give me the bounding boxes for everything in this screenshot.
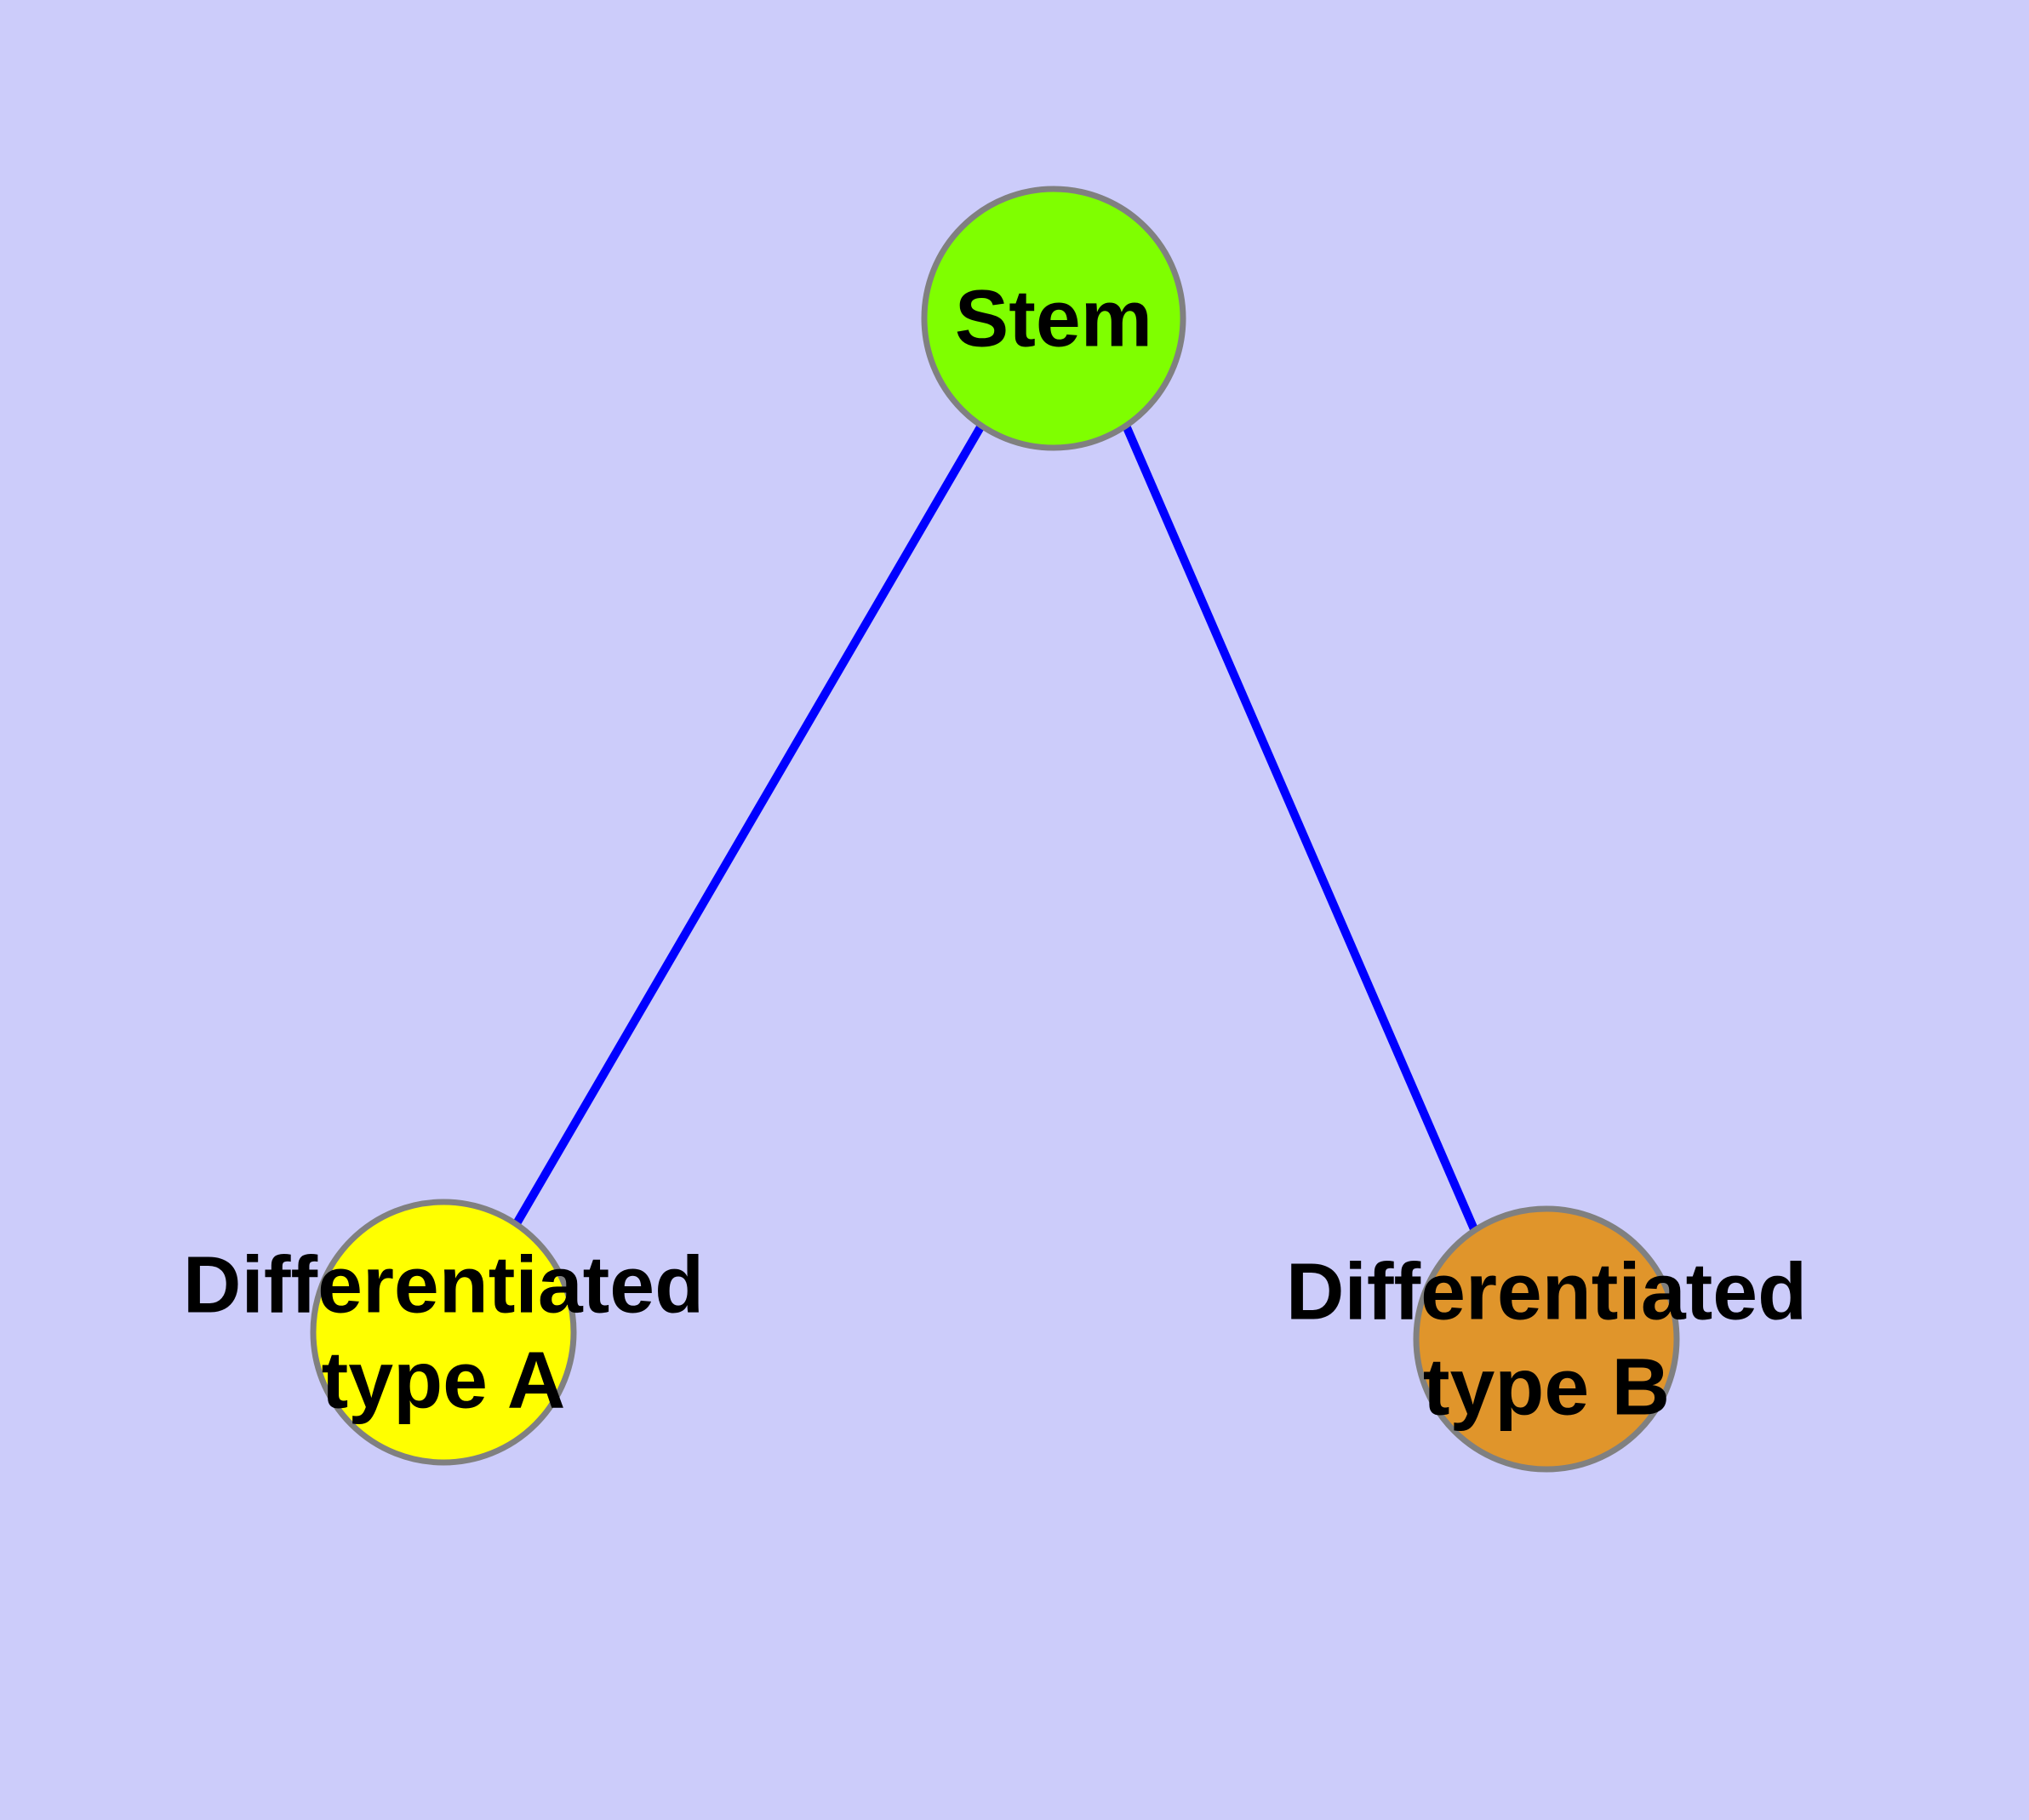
graph-node-label-line: type B — [1423, 1342, 1670, 1432]
graph-node-label-line: type A — [322, 1335, 566, 1425]
graph-node-label-line: Differentiated — [1286, 1246, 1807, 1336]
graph-edge-stem-to-b — [1122, 424, 1478, 1231]
graph-node-diff_b[interactable] — [1413, 1205, 1680, 1473]
edges-group — [512, 423, 1478, 1231]
graph-node-label-stem: Stem — [955, 273, 1152, 363]
graph-edge-stem-to-a — [512, 423, 986, 1228]
graph-node-stem[interactable] — [921, 186, 1186, 451]
graph-node-diff_a[interactable] — [310, 1199, 577, 1466]
nodes-group — [310, 186, 1680, 1473]
graph-node-label-line: Stem — [955, 273, 1152, 363]
graph-node-label-line: Differentiated — [183, 1239, 704, 1330]
